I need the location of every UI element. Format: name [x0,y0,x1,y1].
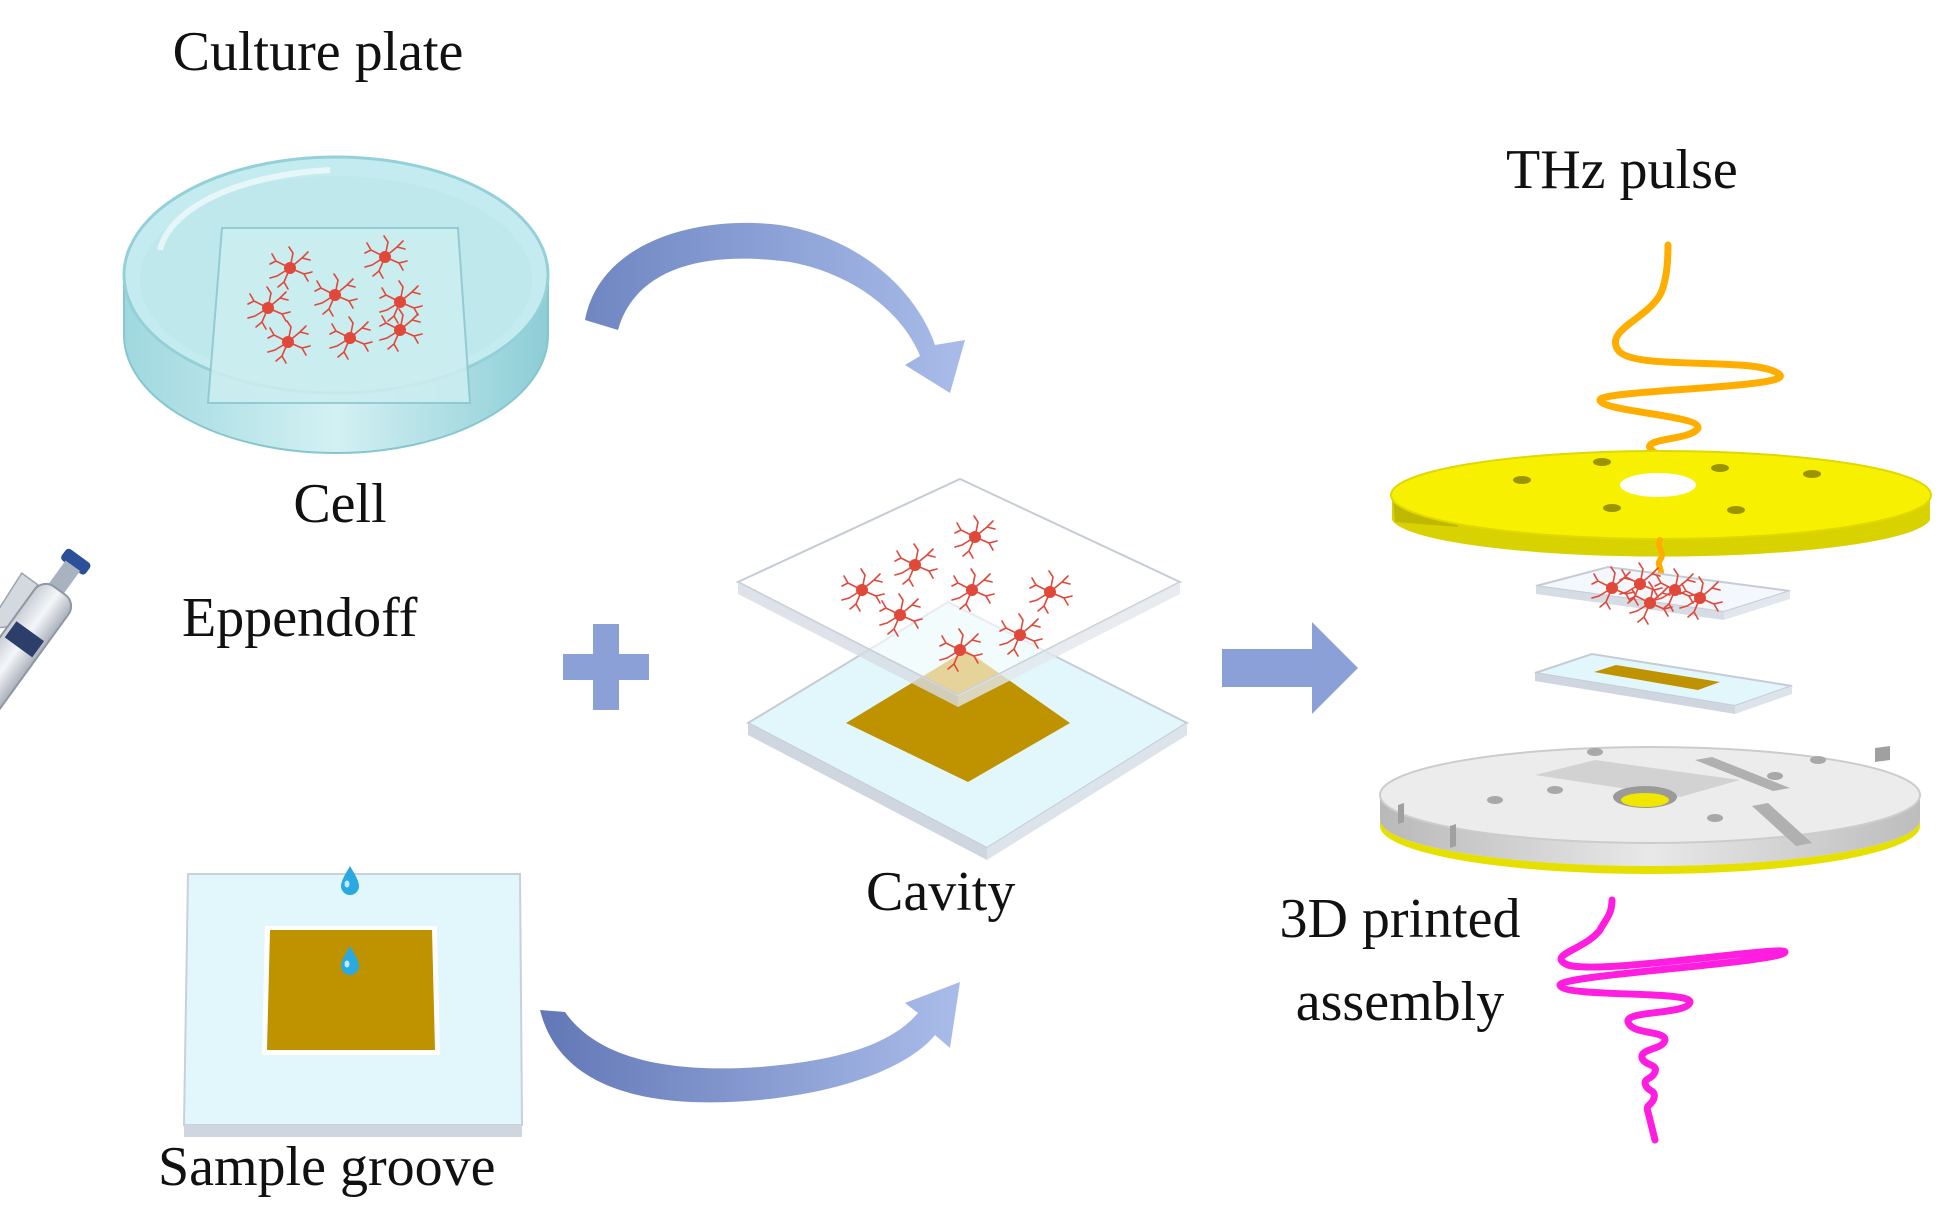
label-culture-plate: Culture plate [172,21,464,83]
cavity-top-slide [735,477,1183,707]
stack-gold-slide [1534,652,1793,714]
yellow-top-plate [1390,450,1932,557]
stack-cell-slide [1535,565,1791,620]
culture-plate-dish [122,155,550,454]
white-base-disk [1379,746,1921,874]
sample-groove [182,866,524,1137]
label-cavity: Cavity [866,861,1016,923]
curved-arrow-top [585,222,965,393]
curved-arrow-bottom [540,982,960,1103]
water-drop-top [341,866,359,895]
thz-output-pulse [1556,896,1789,1144]
label-thz-pulse: THz pulse [1506,139,1738,201]
plus-sign [563,624,649,710]
label-eppendoff: Eppendoff [182,587,418,649]
cavity-bottom-slide [745,600,1190,860]
label-sample-groove: Sample groove [158,1136,496,1198]
label-assembly-line2: assembly [1295,971,1505,1033]
label-assembly-line1: 3D printed [1279,888,1521,950]
straight-arrow [1222,622,1358,714]
thz-pulse-through-plate [1655,537,1665,581]
eppendorf-pipette [0,548,91,777]
label-cell: Cell [293,473,387,535]
